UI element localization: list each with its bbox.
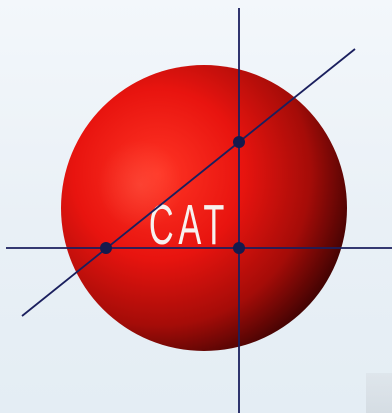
sphere-label: CAT bbox=[149, 193, 229, 256]
intersection-point-top bbox=[233, 136, 245, 148]
intersection-point-left bbox=[100, 242, 112, 254]
intersection-point-center bbox=[233, 242, 245, 254]
